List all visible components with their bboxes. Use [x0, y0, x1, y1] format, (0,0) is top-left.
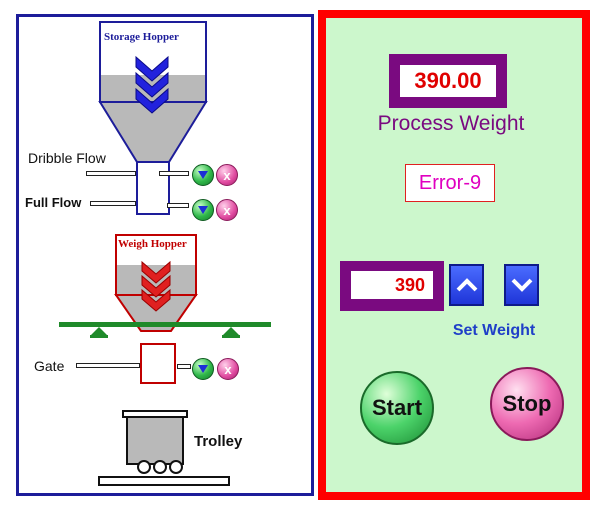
green-triangle-icon	[198, 206, 208, 214]
process-weight-value: 390.00	[400, 65, 496, 97]
set-weight-input[interactable]: 390	[351, 271, 433, 299]
set-weight-label: Set Weight	[452, 322, 536, 339]
gate-pipe-right	[177, 364, 191, 369]
process-weight-frame: 390.00	[389, 54, 507, 108]
green-triangle-icon	[198, 171, 208, 179]
pink-x-icon: x	[223, 202, 231, 218]
process-diagram-panel: Storage Hopper Weigh Hopper Dribble Flow…	[16, 14, 314, 496]
pink-x-icon: x	[223, 167, 231, 183]
increase-weight-button[interactable]	[449, 264, 484, 306]
process-weight-label: Process Weight	[377, 112, 525, 135]
dribble-flow-pipe-left	[86, 171, 136, 176]
gate-label: Gate	[34, 358, 65, 374]
dribble-flow-label: Dribble Flow	[28, 150, 106, 166]
gate-pipe-left	[76, 363, 140, 368]
gate-open-button[interactable]	[192, 358, 214, 380]
dribble-flow-close-button[interactable]: x	[216, 164, 238, 186]
dribble-flow-open-button[interactable]	[192, 164, 214, 186]
decrease-weight-button[interactable]	[504, 264, 539, 306]
storage-hopper-label: Storage Hopper	[104, 31, 179, 43]
trolley-label: Trolley	[194, 433, 243, 450]
error-status-box: Error-9	[405, 164, 495, 202]
stop-button[interactable]: Stop	[490, 367, 564, 441]
green-triangle-icon	[198, 365, 208, 373]
full-flow-label: Full Flow	[25, 195, 82, 210]
start-button-label: Start	[371, 395, 423, 420]
stop-button-label: Stop	[502, 391, 552, 416]
dribble-flow-pipe-right	[159, 171, 189, 176]
start-button[interactable]: Start	[360, 371, 434, 445]
control-panel: 390.00 Process Weight Error-9 390 Set We…	[318, 10, 590, 500]
weigh-hopper-label: Weigh Hopper	[118, 238, 187, 250]
full-flow-close-button[interactable]: x	[216, 199, 238, 221]
full-flow-pipe-left	[90, 201, 136, 206]
pink-x-icon: x	[224, 361, 232, 377]
full-flow-pipe-right	[167, 203, 189, 208]
chevron-down-icon	[511, 278, 532, 292]
gate-close-button[interactable]: x	[217, 358, 239, 380]
hopper-diagram	[59, 21, 271, 486]
full-flow-open-button[interactable]	[192, 199, 214, 221]
set-weight-frame: 390	[340, 261, 444, 311]
chevron-up-icon	[456, 278, 477, 292]
